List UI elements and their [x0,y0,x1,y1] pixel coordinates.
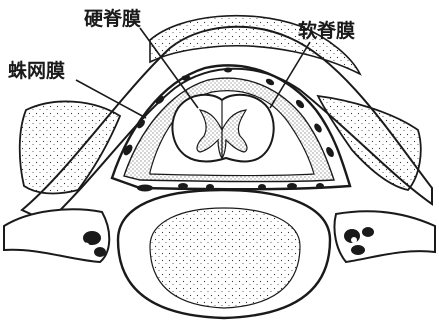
pia-mater-label: 软脊膜 [298,22,355,41]
spinal-cord [172,95,273,162]
left-lamina [20,101,120,193]
vertebral-body [150,208,300,308]
dura-mater-label: 硬脊膜 [84,10,141,29]
right-lamina [318,96,421,190]
arachnoid-mater-label: 蛛网膜 [8,62,65,81]
